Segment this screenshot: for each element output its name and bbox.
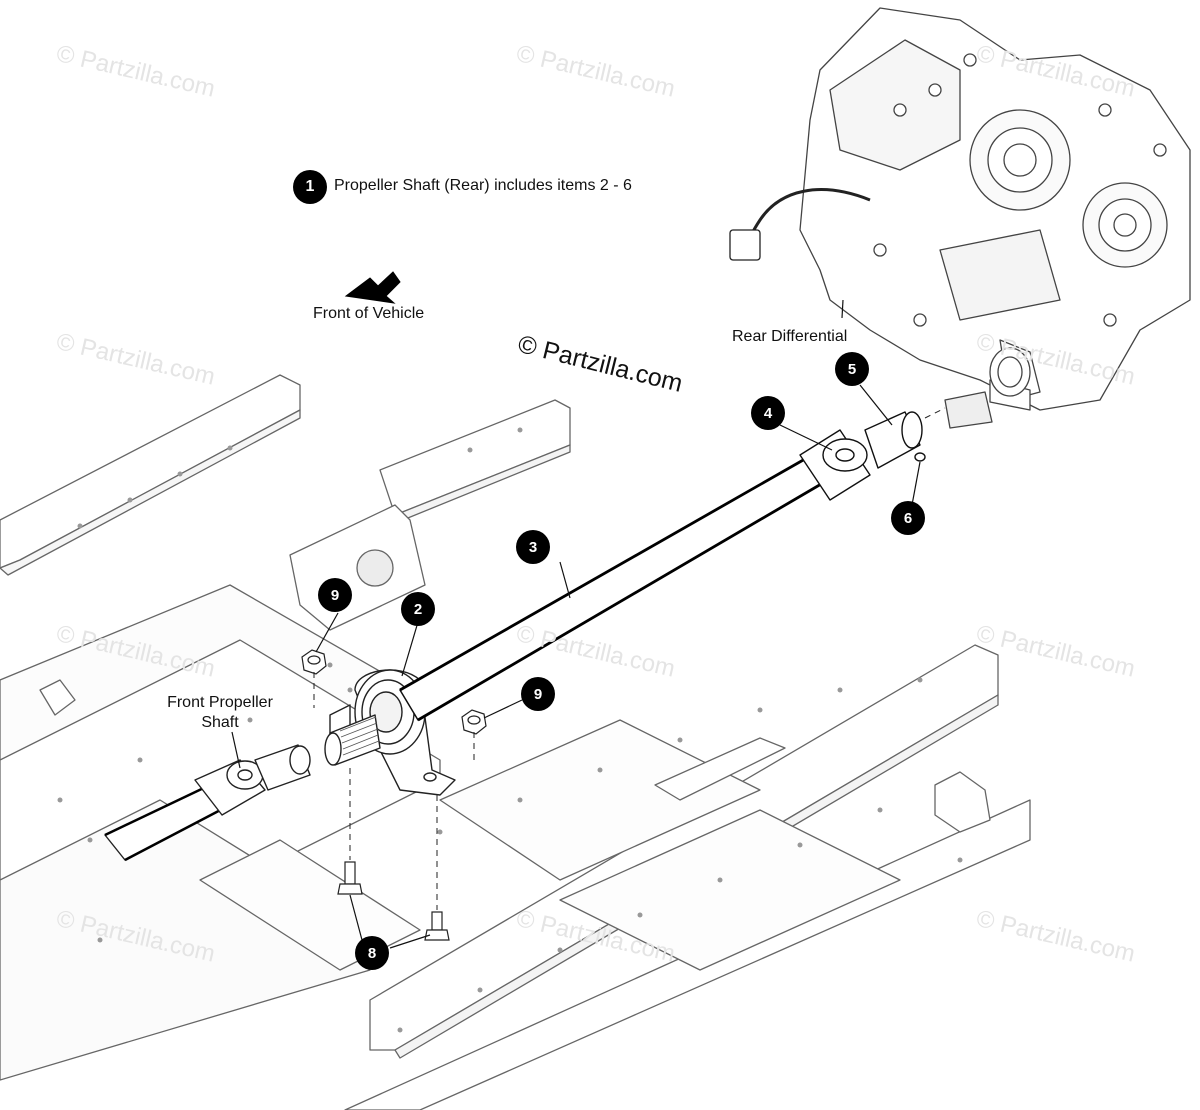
- bolt-right: [424, 911, 450, 941]
- callout-3: 3: [516, 530, 550, 564]
- rear-differential-drawing: [729, 7, 1191, 429]
- callout-9-left: 9: [318, 578, 352, 612]
- rear-differential-label: Rear Differential: [732, 328, 848, 345]
- legend-text: Propeller Shaft (Rear) includes items 2 …: [334, 177, 632, 194]
- front-of-vehicle-label: Front of Vehicle: [313, 305, 425, 322]
- callout-2: 2: [401, 592, 435, 626]
- callout-4: 4: [751, 396, 785, 430]
- callout-9-right: 9: [521, 677, 555, 711]
- fasteners: [301, 649, 487, 941]
- callout-8: 8: [355, 936, 389, 970]
- front-propeller-shaft-label: Front Propeller Shaft: [167, 694, 273, 731]
- nut-left: [301, 649, 327, 675]
- callout-6: 6: [891, 501, 925, 535]
- callout-5: 5: [835, 352, 869, 386]
- rear-yoke-drawing: [799, 411, 926, 501]
- front-propeller-shaft-drawing: [104, 744, 311, 862]
- front-arrow-icon: [344, 271, 401, 304]
- vehicle-frame: [0, 374, 1031, 1110]
- nut-right: [461, 709, 487, 735]
- alignment-lines: [313, 407, 946, 910]
- leader-lines: [231, 299, 921, 949]
- legend-callout-1: 1: [293, 170, 327, 204]
- bolt-left: [337, 861, 363, 895]
